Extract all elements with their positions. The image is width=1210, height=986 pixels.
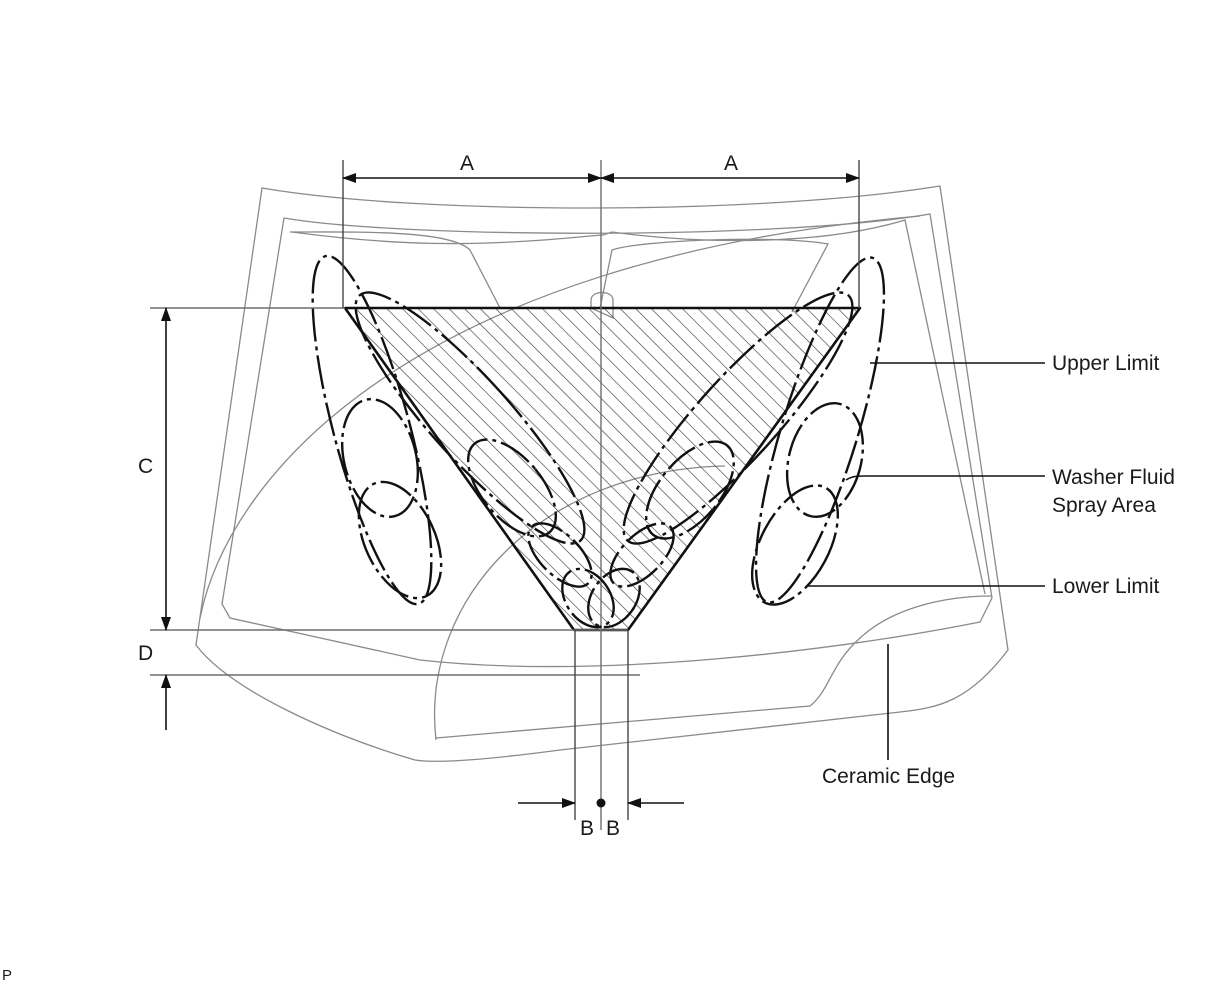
lower-limit-label: Lower Limit [1052,575,1160,598]
dim-b-center-dot [596,798,606,808]
dim-c-label: C [138,455,153,478]
spray-ellipse-right-small [609,522,675,588]
upper-cutout [289,231,829,313]
spray-ellipse-right-mid [785,402,865,518]
spray-ellipse-bottom-left [561,567,615,629]
spray-ellipse-left-outer [311,254,433,606]
wiper-arc-left [199,215,921,619]
spray-ellipse-left-small [527,522,593,588]
camera-housing [590,291,614,320]
washer-spray-label-line1: Washer Fluid [1052,466,1175,489]
windshield-outer-edge [195,185,1009,762]
ceramic-edge-label: Ceramic Edge [822,765,955,788]
spray-ellipse-right-inner [645,440,735,540]
corner-code: P [2,967,12,984]
ceramic-edge-band [291,219,986,595]
spray-ellipse-left-inner [467,438,557,538]
dim-b-right-label: B [606,817,620,840]
lower-glass-region [435,595,993,739]
washer-spray-leader [845,475,1045,481]
upper-limit-label: Upper Limit [1052,352,1160,375]
windshield-inner-edge [221,213,993,668]
spray-ellipse-right-lower [750,484,840,606]
washer-spray-label-line2: Spray Area [1052,494,1156,517]
spray-ellipse-bottom-right [587,567,641,629]
spray-ellipse-left-lower [357,480,443,600]
spray-target-area [345,308,860,630]
dim-a-right-label: A [724,152,738,175]
spray-ellipse-left-mid [340,397,420,519]
spray-ellipse-left-big [354,291,586,545]
dim-d-label: D [138,642,153,665]
spray-ellipse-right-outer [754,256,886,604]
dim-b-left-label: B [580,817,594,840]
dim-a-left-label: A [460,152,474,175]
